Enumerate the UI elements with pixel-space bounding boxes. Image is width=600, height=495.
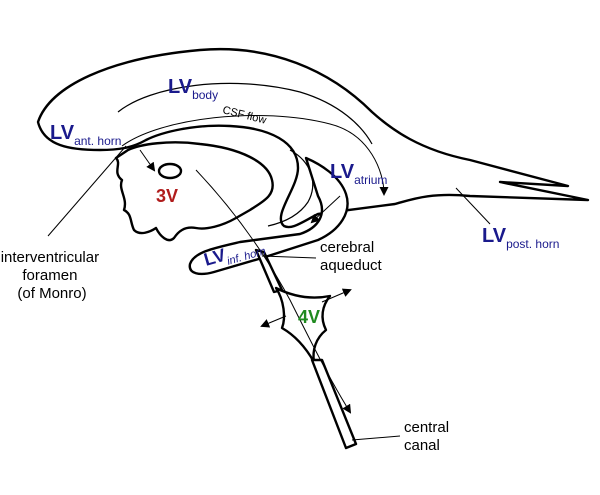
inferior-horn-inner-contour (267, 149, 314, 227)
lateral-ventricle-shape (36, 47, 590, 229)
third-ventricle-label: 3V (156, 186, 178, 206)
lateral-ventricle-inner-contour (117, 82, 373, 145)
interventricular-foramen-label: interventricular foramen (of Monro) (1, 249, 104, 302)
leader-post-horn (455, 187, 491, 225)
csf-flow-path-upper (121, 114, 389, 196)
fourth-ventricle-label: 4V (298, 307, 320, 327)
leader-aqueduct (261, 255, 317, 259)
csf-flow-arrow-foramen (139, 149, 156, 172)
csf-flow-arrow-atrium (310, 195, 341, 224)
csf-flow-arrow-4v-right (321, 288, 352, 303)
csf-flow-path-central (195, 169, 352, 414)
interthalamic-adhesion (157, 162, 183, 180)
cerebral-aqueduct-label: cerebral aqueduct (320, 239, 383, 274)
posterior-horn-tail (469, 195, 589, 201)
lv-atrium-label: LVatrium (330, 161, 387, 187)
csf-flow-arrow-4v-left (260, 315, 287, 328)
lv-body-label: LVbody (168, 76, 218, 102)
lv-ant-horn-label: LVant. horn (50, 122, 121, 148)
leader-central-canal (351, 435, 401, 441)
inferior-horn-shape (188, 156, 349, 276)
third-ventricle-shape (114, 141, 274, 242)
central-canal-shape (310, 358, 358, 450)
lv-post-horn-label: LVpost. horn (482, 225, 559, 251)
central-canal-label: central canal (404, 419, 453, 454)
leader-foramen (47, 145, 127, 237)
